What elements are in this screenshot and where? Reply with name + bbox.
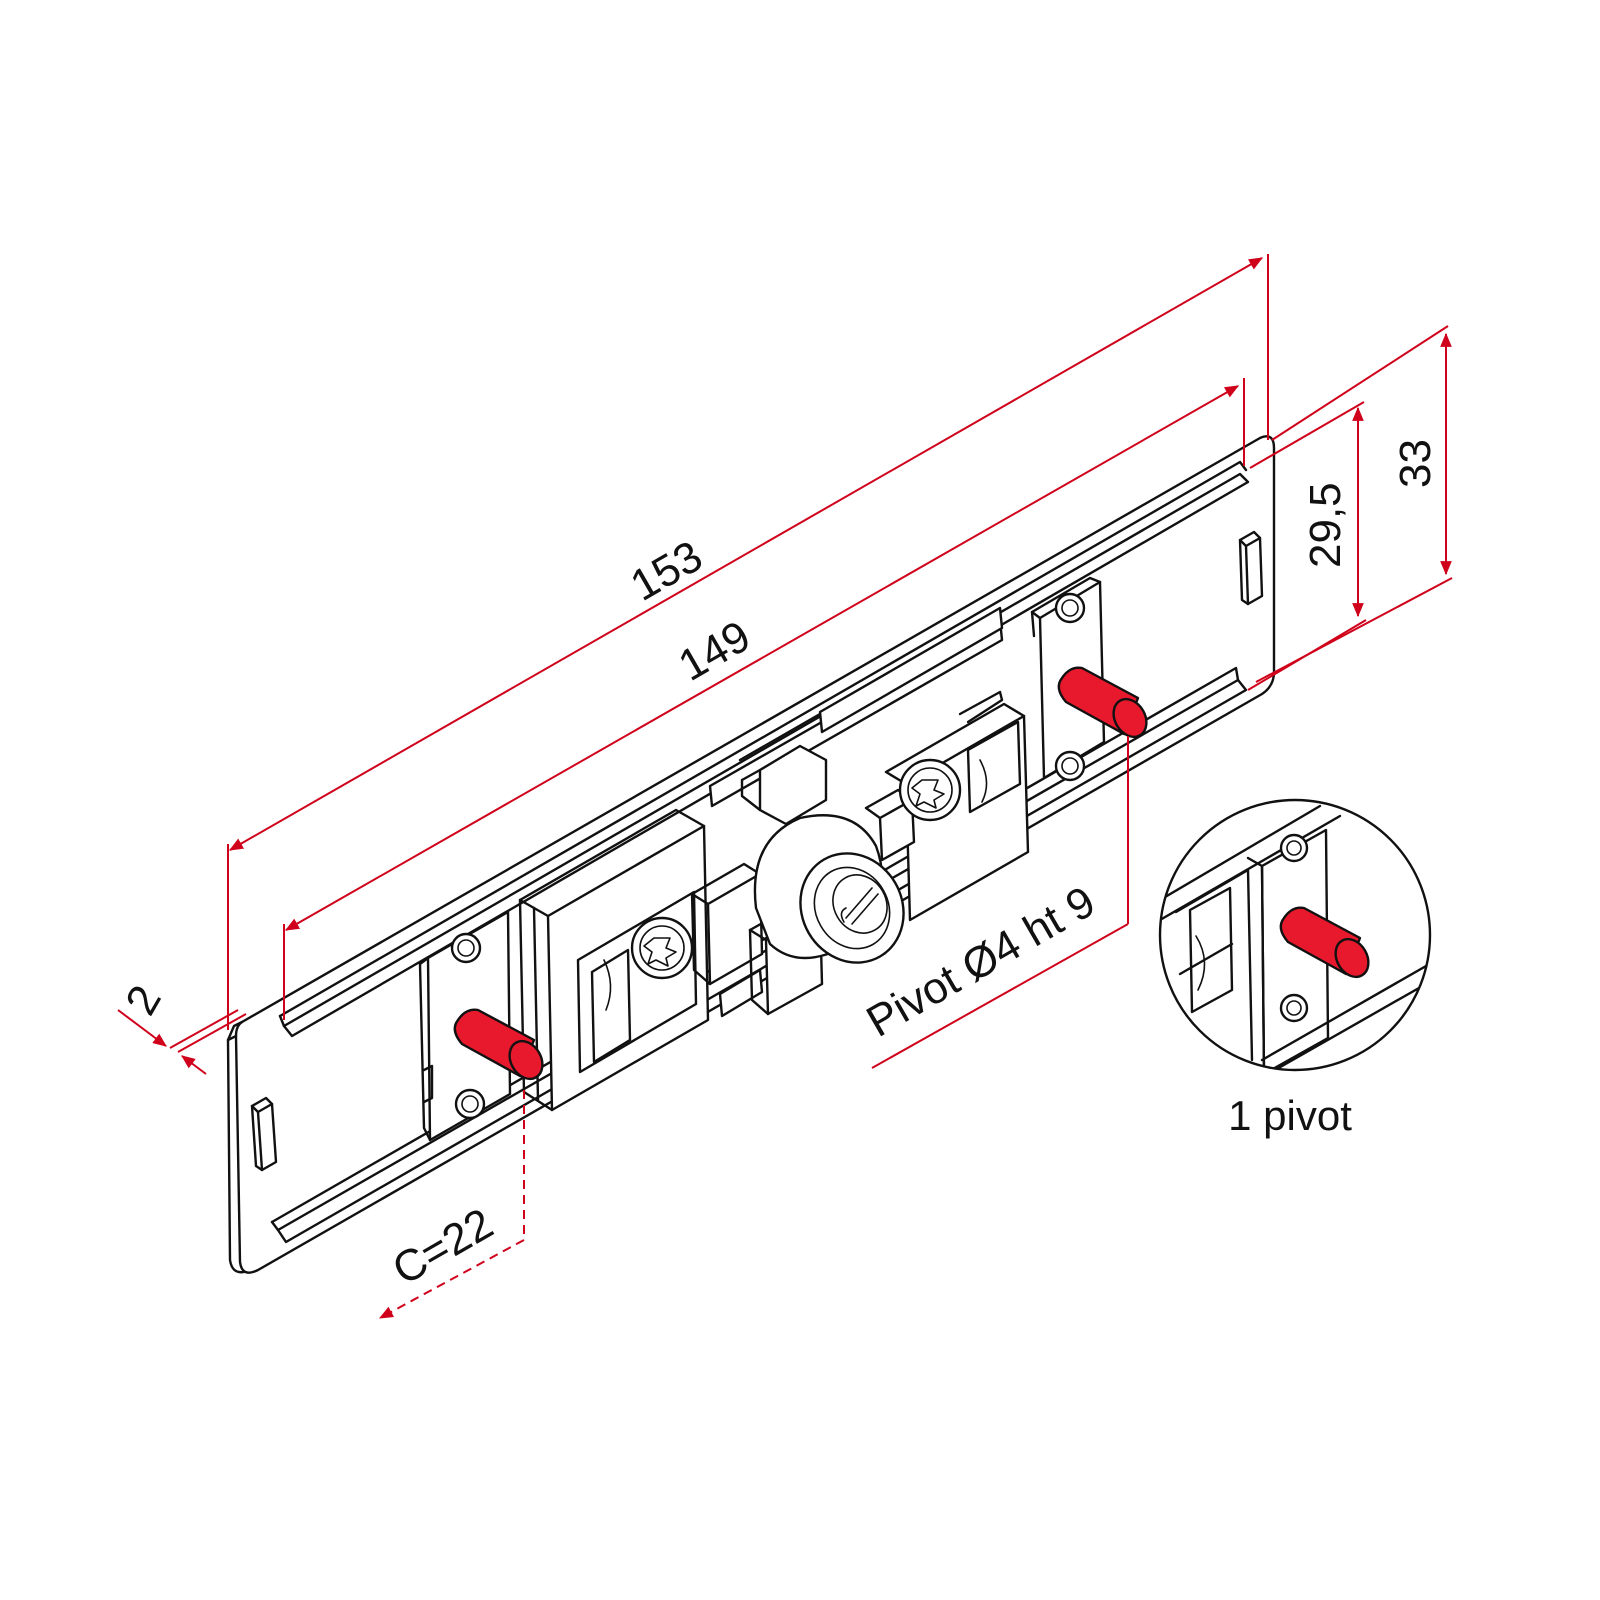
phillips-screw-icon (630, 916, 694, 980)
detail-view (1158, 798, 1432, 1072)
pivot-pin-icon (1279, 906, 1370, 979)
dimension-2: 2 (116, 977, 247, 1075)
label-33: 33 (1391, 439, 1440, 488)
mounting-plate (226, 435, 1276, 1274)
label-29-5: 29,5 (1301, 482, 1350, 568)
label-153: 153 (623, 532, 711, 611)
phillips-screw-icon (898, 758, 962, 822)
left-tab (256, 1102, 278, 1172)
label-2: 2 (116, 977, 171, 1023)
pivot-pin-icon (453, 1008, 544, 1081)
right-tab (1244, 536, 1264, 606)
detail-caption: 1 pivot (1228, 1092, 1352, 1139)
label-149: 149 (671, 612, 759, 691)
label-c22: C=22 (385, 1199, 502, 1295)
dimension-33: 33 (1255, 325, 1453, 683)
